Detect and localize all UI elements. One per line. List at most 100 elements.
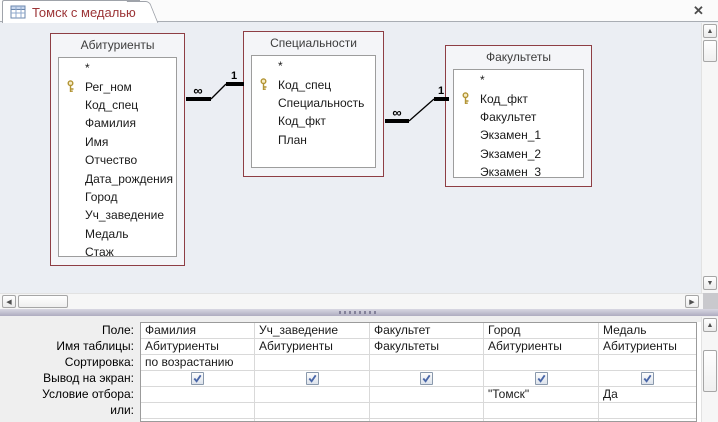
table-field[interactable]: * [454, 71, 583, 89]
diagram-horizontal-scrollbar[interactable]: ◀ ▶ [0, 293, 703, 309]
field-name: Код_фкт [278, 114, 326, 129]
diagram-vscroll-thumb[interactable] [703, 40, 717, 62]
table-field[interactable]: Код_спец [252, 75, 375, 93]
field-name: Дата_рождения [85, 171, 173, 186]
table-field[interactable]: Уч_заведение [59, 206, 176, 224]
grid-cell-or[interactable] [599, 403, 696, 419]
table-field[interactable]: План [252, 131, 375, 149]
grid-cell-criteria[interactable] [255, 387, 369, 403]
grid-cell-field[interactable]: Город [484, 323, 598, 339]
table-field[interactable]: Медаль [59, 225, 176, 243]
tab-query[interactable]: Томск с медалью [2, 0, 140, 23]
table-field[interactable]: Специальность [252, 94, 375, 112]
show-checkbox[interactable] [534, 372, 548, 385]
table-field[interactable]: Экзамен_2 [454, 145, 583, 163]
field-name: * [278, 59, 283, 74]
grid-cell-or[interactable] [484, 403, 598, 419]
grid-cell-sort[interactable] [484, 355, 598, 371]
grid-cell-field[interactable]: Уч_заведение [255, 323, 369, 339]
grid-cell-field[interactable]: Медаль [599, 323, 696, 339]
field-name: Экзамен_3 [480, 165, 542, 178]
table-field[interactable]: Фамилия [59, 114, 176, 132]
grid-cell-sort[interactable] [370, 355, 483, 371]
table-field[interactable]: Город [59, 188, 176, 206]
grid-cell-sort[interactable]: по возрастанию [141, 355, 254, 371]
grid-cell-sort[interactable] [255, 355, 369, 371]
splitter-grip-icon [339, 311, 379, 314]
table-field[interactable]: Отчество [59, 151, 176, 169]
grid-cell-table[interactable]: Абитуриенты [599, 339, 696, 355]
grid-cell-show [370, 371, 483, 387]
show-checkbox[interactable] [305, 372, 319, 385]
table-title: Факультеты [486, 50, 551, 64]
show-checkbox[interactable] [191, 372, 204, 385]
table-field[interactable]: Дата_рождения [59, 169, 176, 187]
table-field[interactable]: Рег_ном [59, 77, 176, 95]
table-field[interactable]: * [59, 59, 176, 77]
grid-row-label: или: [110, 403, 134, 417]
grid-cell-criteria[interactable] [370, 387, 483, 403]
grid-cell-table[interactable]: Абитуриенты [141, 339, 254, 355]
table-title: Специальности [270, 36, 357, 50]
scroll-up-icon[interactable]: ▲ [703, 24, 717, 38]
show-checkbox[interactable] [641, 372, 654, 385]
scroll-down-icon[interactable]: ▼ [703, 276, 717, 290]
grid-cell-field[interactable]: Факультет [370, 323, 483, 339]
grid-cell-criteria[interactable]: "Томск" [484, 387, 598, 403]
scroll-up-icon[interactable]: ▲ [703, 318, 717, 332]
field-name: Код_спец [278, 77, 332, 92]
grid-vertical-scrollbar[interactable]: ▲ [701, 317, 718, 422]
grid-cell-table[interactable]: Факультеты [370, 339, 483, 355]
table-field[interactable]: Экзамен_1 [454, 126, 583, 144]
table-field[interactable]: * [252, 57, 375, 75]
grid-cell-sort[interactable] [599, 355, 696, 371]
grid-row-label: Сортировка: [64, 355, 134, 369]
table-field[interactable]: Код_фкт [454, 89, 583, 107]
grid-cell-criteria[interactable]: Да [599, 387, 696, 403]
grid-cell-table[interactable]: Абитуриенты [255, 339, 369, 355]
field-name: Код_фкт [480, 91, 528, 106]
grid-row-label: Вывод на экран: [43, 371, 134, 385]
field-name: Рег_ном [85, 79, 132, 94]
grid-cell-show [599, 371, 696, 387]
table-field[interactable]: Имя [59, 133, 176, 151]
table-field[interactable]: Стаж [59, 243, 176, 256]
grid-cell-or[interactable] [370, 403, 483, 419]
primary-key-icon [460, 92, 473, 105]
diagram-vertical-scrollbar[interactable]: ▲ ▼ [701, 23, 718, 293]
scroll-left-icon[interactable]: ◀ [2, 295, 16, 308]
grid-cell-show [484, 371, 598, 387]
field-name: Фамилия [85, 116, 136, 131]
grid-vscroll-thumb[interactable] [703, 350, 717, 392]
field-name: Код_спец [85, 97, 139, 112]
field-name: Специальность [278, 95, 365, 110]
grid-cell-field[interactable]: Фамилия [141, 323, 254, 339]
close-icon[interactable]: ✕ [693, 2, 704, 18]
table-field[interactable]: Факультет [454, 108, 583, 126]
field-name: * [85, 61, 90, 76]
diagram-hscroll-thumb[interactable] [18, 295, 68, 308]
tab-bar: Томск с медалью ✕ [0, 0, 718, 23]
show-checkbox[interactable] [420, 372, 433, 385]
table-field[interactable]: Экзамен_3 [454, 163, 583, 178]
tab-title: Томск с медалью [32, 4, 136, 20]
table-field[interactable]: Код_фкт [252, 112, 375, 130]
table-field[interactable]: Код_спец [59, 96, 176, 114]
scroll-right-icon[interactable]: ▶ [685, 295, 699, 308]
primary-key-icon [258, 78, 271, 91]
pane-splitter[interactable] [0, 309, 718, 316]
grid-cell-table[interactable]: Абитуриенты [484, 339, 598, 355]
field-name: План [278, 132, 307, 147]
grid-cell-or[interactable] [141, 403, 254, 419]
grid-cell-criteria[interactable] [141, 387, 254, 403]
grid-row-label: Условие отбора: [42, 387, 134, 401]
grid-cell-or[interactable] [255, 403, 369, 419]
